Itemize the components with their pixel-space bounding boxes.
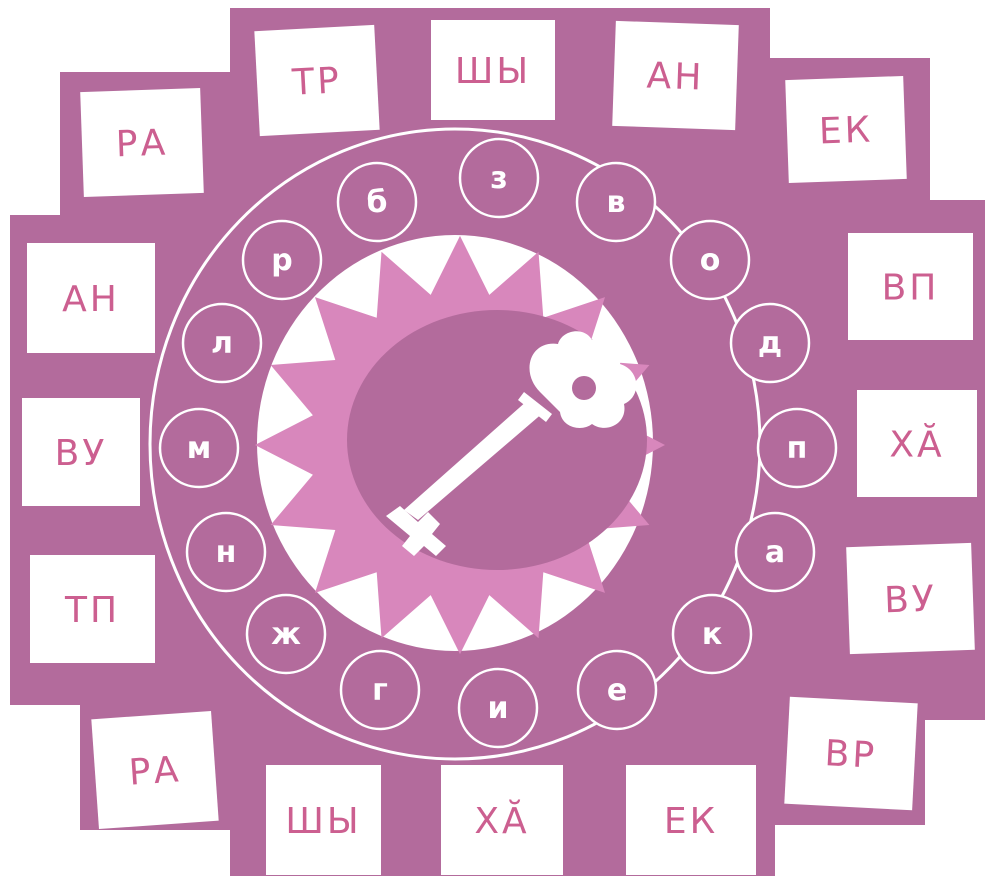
letter-circle: л xyxy=(183,304,261,382)
card-right-1: ВП xyxy=(848,233,973,340)
letter-label: л xyxy=(211,326,233,361)
letter-circle: к xyxy=(673,595,751,673)
letter-label: б xyxy=(367,185,388,220)
letter-label: д xyxy=(758,326,782,361)
card-left-3: ТП xyxy=(30,555,155,663)
card-syllable: ВУ xyxy=(55,433,108,474)
letter-label: з xyxy=(490,161,507,196)
letter-circle: о xyxy=(671,221,749,299)
card-syllable: ВР xyxy=(824,733,878,777)
card-syllable: РА xyxy=(115,123,169,166)
letter-circle: ж xyxy=(247,595,325,673)
letter-circle: и xyxy=(459,669,537,747)
letter-label: г xyxy=(372,673,388,708)
letter-circle: п xyxy=(758,409,836,487)
card-bottom-2: ХĂ xyxy=(441,765,563,875)
card-right-2: ХĂ xyxy=(857,390,977,497)
card-syllable: ВУ xyxy=(884,579,938,622)
card-syllable: РА xyxy=(128,749,183,794)
letter-circle: б xyxy=(338,163,416,241)
letter-label: а xyxy=(765,535,785,570)
letter-circle: н xyxy=(187,513,265,591)
card-syllable: ХĂ xyxy=(889,423,944,466)
letter-circle: м xyxy=(160,409,238,487)
card-bottom-left: РА xyxy=(91,711,218,829)
letter-circle: г xyxy=(341,651,419,729)
card-top-1: ТР xyxy=(254,25,379,136)
letter-circle: а xyxy=(736,513,814,591)
card-syllable: ШЫ xyxy=(455,51,531,92)
card-syllable: ШЫ xyxy=(285,801,361,842)
letter-circle: е xyxy=(578,651,656,729)
letter-label: в xyxy=(607,185,626,220)
letter-label: к xyxy=(702,617,722,652)
card-bottom-3: ЕК xyxy=(626,765,756,875)
key-bow-hole xyxy=(572,376,596,400)
card-syllable: ТП xyxy=(64,590,120,631)
card-top-2: ШЫ xyxy=(431,20,555,120)
letter-circle: в xyxy=(577,163,655,241)
letter-label: ж xyxy=(271,617,301,652)
card-top-3: АН xyxy=(612,21,739,130)
letter-label: м xyxy=(187,431,212,466)
card-syllable: ЕК xyxy=(818,110,874,153)
card-top-left: РА xyxy=(80,88,204,197)
card-top-right: ЕК xyxy=(785,76,907,183)
card-bottom-right: ВР xyxy=(784,697,917,811)
card-syllable: ХĂ xyxy=(474,799,529,842)
card-syllable: АН xyxy=(62,279,120,320)
card-syllable: ЕК xyxy=(664,801,718,842)
letter-label: н xyxy=(216,535,237,570)
letter-label: о xyxy=(700,243,721,278)
card-syllable: АН xyxy=(646,56,705,99)
card-syllable: ТР xyxy=(290,60,343,104)
card-left-2: ВУ xyxy=(22,398,140,506)
letter-label: п xyxy=(787,431,808,466)
card-bottom-1: ШЫ xyxy=(266,765,381,875)
card-right-3: ВУ xyxy=(846,543,975,654)
card-syllable: ВП xyxy=(882,268,940,309)
letter-label: р xyxy=(271,243,292,278)
letter-label: и xyxy=(487,691,508,726)
letter-label: е xyxy=(607,673,627,708)
letter-circle: р xyxy=(243,221,321,299)
letter-circle: д xyxy=(731,304,809,382)
letter-circle: з xyxy=(460,139,538,217)
card-left-1: АН xyxy=(27,243,155,353)
